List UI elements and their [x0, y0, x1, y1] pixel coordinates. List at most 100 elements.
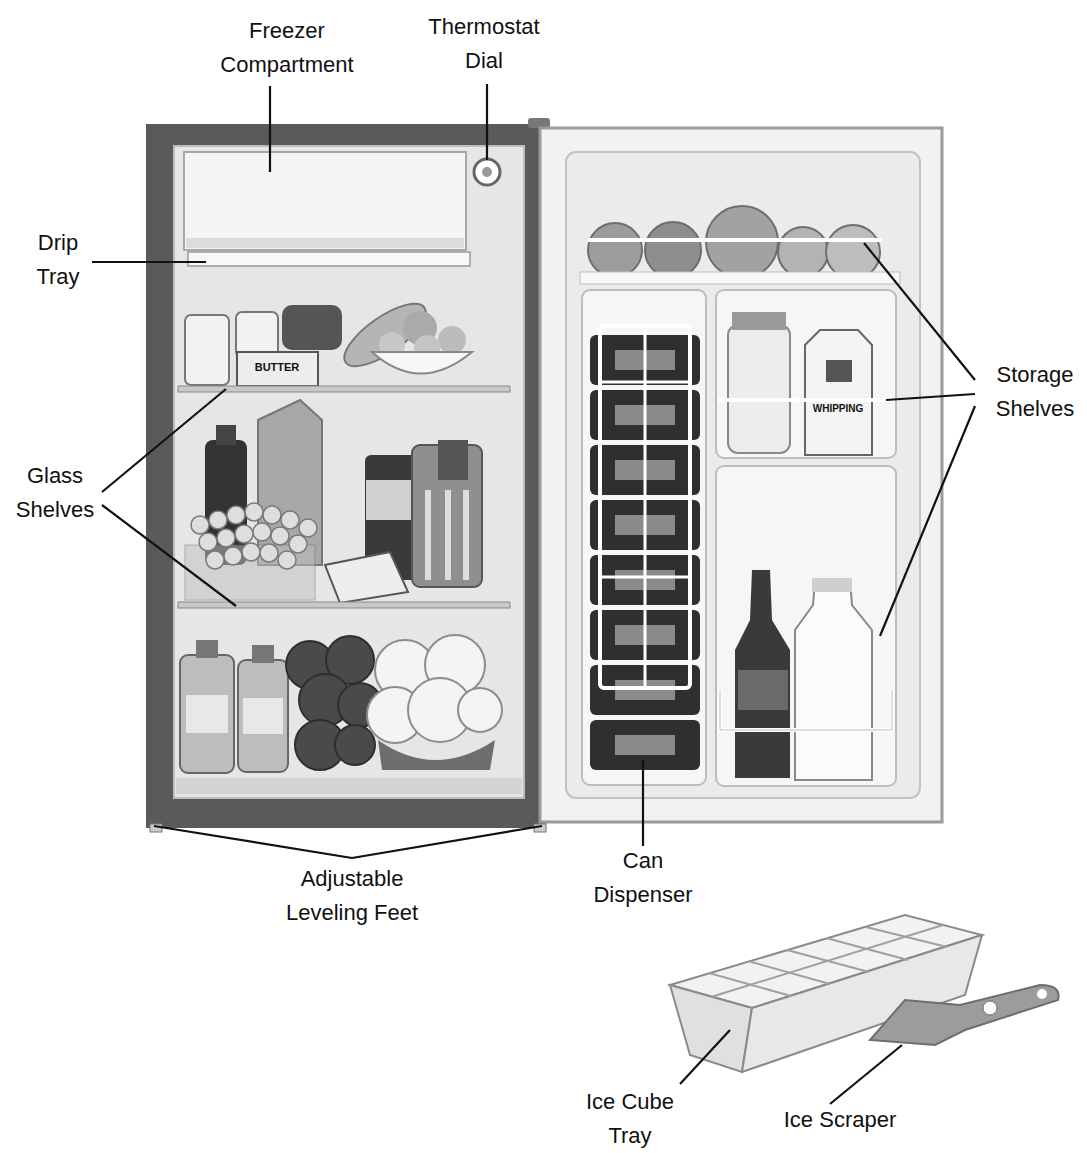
bottle-cap	[252, 645, 274, 663]
leader-line	[642, 760, 644, 846]
freezer-compartment	[184, 152, 466, 250]
can-rack-wire	[600, 576, 690, 579]
scraper-hole	[1037, 989, 1047, 999]
milk-bottle	[795, 580, 872, 780]
part-label: Storage Shelves	[980, 358, 1087, 426]
grapes	[191, 503, 317, 569]
yogurt-cup	[236, 312, 278, 357]
pickle	[463, 490, 469, 580]
thermostat-knob	[482, 167, 492, 177]
can	[590, 720, 700, 770]
leader-line	[486, 84, 488, 160]
can-rack-wire	[644, 326, 647, 688]
grape	[278, 551, 296, 569]
milk-cap	[812, 578, 852, 592]
part-label: Freezer Compartment	[197, 14, 377, 82]
grape	[271, 527, 289, 545]
cauliflower-leaves	[378, 740, 495, 770]
grape	[281, 511, 299, 529]
grape	[263, 506, 281, 524]
grape	[217, 529, 235, 547]
cell-divider	[787, 950, 869, 972]
bottle-label	[738, 670, 788, 710]
cell-divider	[826, 938, 908, 960]
grape	[199, 533, 217, 551]
jar	[728, 325, 790, 453]
grape	[206, 551, 224, 569]
part-label: Can Dispenser	[578, 844, 708, 912]
cheese-pack	[325, 552, 408, 603]
bottle-label	[186, 695, 228, 733]
glass-shelf	[178, 602, 510, 608]
thermostat-dial	[474, 159, 500, 185]
part-label: Ice Scraper	[760, 1103, 920, 1137]
storage-shelf	[716, 466, 896, 786]
part-label: Thermostat Dial	[419, 10, 549, 78]
leader-line	[154, 826, 352, 858]
can-rack-wire	[600, 326, 690, 688]
bread-loaf	[282, 305, 342, 350]
cell-divider	[748, 961, 830, 984]
butter-box	[237, 352, 318, 386]
storage-shelf	[580, 272, 900, 284]
broccoli	[286, 636, 382, 770]
cabinet-body	[146, 124, 546, 828]
grape	[224, 547, 242, 565]
can-label	[615, 735, 675, 755]
water-bottle	[238, 660, 288, 772]
ice-tray-cells	[709, 925, 947, 997]
orange	[778, 227, 828, 277]
grape	[245, 503, 263, 521]
part-label: Glass Shelves	[3, 459, 108, 527]
cream-carton	[805, 330, 872, 455]
package-text: BUTTER	[239, 362, 315, 373]
soda-bottle	[735, 570, 790, 778]
cabinet-floor	[176, 778, 522, 794]
fridge-door	[540, 128, 942, 822]
shelf-bar	[588, 238, 882, 242]
grape	[209, 511, 227, 529]
bottle-cap	[216, 425, 236, 445]
broccoli-floret	[335, 725, 375, 765]
can-rack-wire	[600, 381, 690, 384]
leader-line	[92, 261, 206, 263]
glass-shelf	[178, 386, 510, 392]
grape	[289, 535, 307, 553]
part-label: Adjustable Leveling Feet	[267, 862, 437, 930]
yogurt-cup	[185, 315, 229, 385]
bottle-label	[243, 698, 283, 734]
leader-line	[680, 1030, 730, 1084]
part-label: Ice Cube Tray	[580, 1085, 680, 1153]
package-text: WHIPPING	[806, 404, 870, 414]
grape	[235, 525, 253, 543]
cell-divider	[709, 973, 791, 996]
cell-divider	[711, 925, 943, 997]
leader-lines	[92, 84, 975, 1104]
leader-line	[864, 243, 975, 380]
fruit-bowl	[372, 352, 472, 374]
carton-logo	[826, 360, 852, 382]
cauliflower-floret	[458, 688, 502, 732]
leader-line	[886, 394, 975, 400]
grape	[191, 516, 209, 534]
grape	[260, 544, 278, 562]
door-liner	[566, 152, 920, 798]
bottle-cap	[196, 640, 218, 658]
ice-tray-end	[670, 985, 752, 1072]
pickle	[425, 490, 431, 580]
jar-lid	[732, 312, 786, 330]
leader-line	[830, 1045, 902, 1104]
scraper-hole	[983, 1001, 997, 1015]
leader-line	[102, 389, 226, 492]
leader-line	[352, 826, 542, 858]
leader-line	[880, 406, 975, 636]
juice-jug	[258, 400, 322, 565]
cabinet-interior	[174, 146, 524, 798]
shelf-bar	[720, 690, 892, 730]
leader-line	[102, 505, 236, 606]
ice-scraper	[870, 985, 1059, 1045]
orange	[588, 223, 642, 277]
part-label: Drip Tray	[18, 226, 98, 294]
